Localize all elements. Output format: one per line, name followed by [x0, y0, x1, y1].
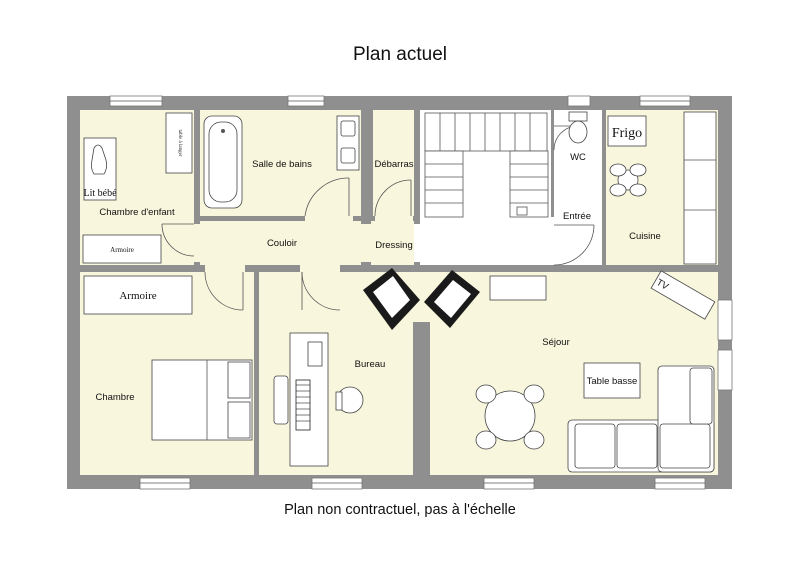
label-frigo: Frigo	[612, 126, 642, 141]
label-armoire: Armoire	[119, 290, 156, 302]
bathtub	[203, 115, 243, 209]
tv-stand	[650, 270, 716, 320]
coffee-table	[583, 362, 641, 399]
plan-footer: Plan non contractuel, pas à l'échelle	[284, 502, 516, 518]
wardrobe-small	[82, 234, 162, 264]
windows	[109, 95, 733, 490]
label-armoire-small: Armoire	[110, 246, 134, 254]
label-couloir: Couloir	[267, 238, 297, 249]
kitchen-counter	[683, 111, 717, 265]
staircase	[424, 112, 549, 218]
label-wc: WC	[570, 152, 586, 163]
fridge	[607, 115, 647, 147]
label-bureau: Bureau	[355, 359, 386, 370]
desk	[273, 332, 364, 467]
sideboard	[489, 275, 547, 301]
room-entree	[554, 168, 602, 265]
label-lit-bebe: Lit bébé	[83, 188, 117, 199]
sofa	[567, 365, 715, 473]
plan-title: Plan actuel	[352, 44, 447, 65]
label-chambre-enfant: Chambre d'enfant	[99, 207, 175, 218]
armchair-right	[424, 270, 480, 328]
door-swings	[161, 125, 595, 311]
room-dressing	[371, 221, 414, 265]
dining-table	[475, 384, 545, 450]
crib	[83, 137, 117, 201]
label-salle-de-bains: Salle de bains	[252, 159, 312, 170]
label-cuisine: Cuisine	[629, 231, 661, 242]
label-chambre: Chambre	[95, 392, 134, 403]
room-couloir	[200, 221, 361, 265]
double-sink	[336, 115, 360, 171]
kitchen-table	[609, 163, 647, 197]
hall	[420, 217, 554, 265]
label-debarras: Débarras	[374, 159, 413, 170]
label-sejour: Séjour	[542, 337, 569, 348]
label-entree: Entrée	[563, 211, 591, 222]
armchair-left	[363, 268, 420, 330]
changing-table	[165, 112, 193, 174]
label-dressing: Dressing	[375, 240, 413, 251]
label-table-basse: Table basse	[587, 376, 638, 387]
wardrobe	[83, 275, 193, 315]
label-table-a-langer: table à langer	[177, 130, 182, 157]
toilet	[568, 111, 588, 144]
bed	[151, 359, 253, 441]
